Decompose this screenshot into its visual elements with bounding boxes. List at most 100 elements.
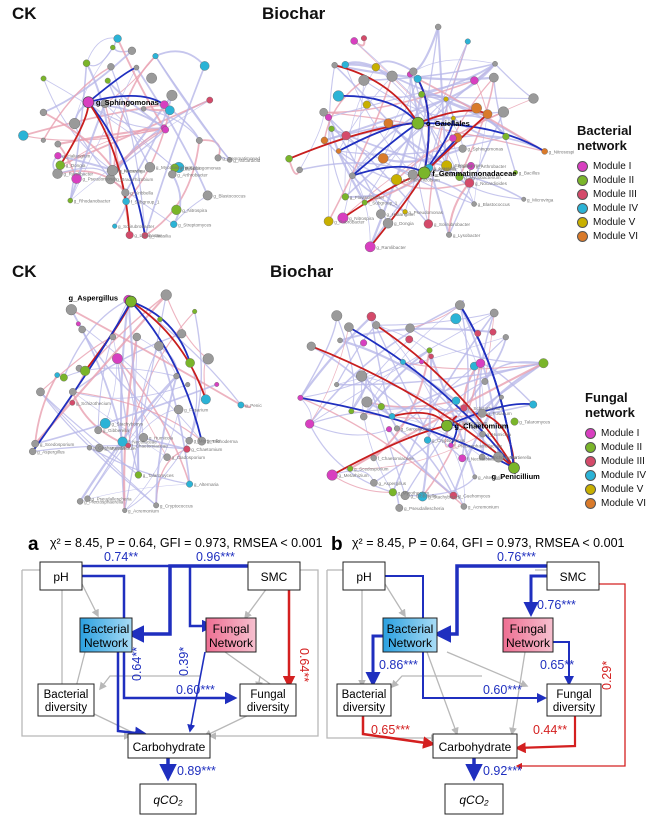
network-node (360, 413, 368, 421)
network-node (364, 241, 376, 253)
network-node (214, 382, 220, 387)
network-edge (309, 407, 483, 425)
node-bacterial-diversity-l1: Bacterial (44, 689, 89, 701)
network-node (371, 63, 380, 72)
network-edge (124, 409, 179, 511)
network-node-label: g_Nocardioides (475, 181, 508, 186)
network-node-label: g_Pseudomonas (82, 177, 117, 182)
network-node (449, 491, 458, 500)
network-node (419, 359, 425, 365)
network-node (154, 341, 164, 351)
node-bacterial-network-l2: Network (388, 636, 433, 650)
coef-a-bactnet-carb: 0.64** (130, 647, 144, 681)
network-edge (104, 336, 117, 424)
coef-a-smc-fungdiv: 0.64** (297, 648, 311, 682)
network-edge (34, 383, 218, 445)
network-node-label: g_Sphingomonas (467, 147, 503, 152)
network-edge (42, 111, 115, 171)
hub-edge (459, 304, 515, 469)
network-node (177, 329, 187, 339)
network-node-label: g_Kribbella (130, 191, 153, 196)
network-edge (427, 380, 486, 441)
node-bacterial-diversity (336, 683, 392, 717)
network-edge (336, 336, 506, 385)
coef-b-smc-fungnet: 0.76*** (537, 598, 576, 612)
network-node (94, 426, 103, 435)
network-node (341, 131, 351, 141)
hub-node (508, 462, 520, 474)
network-node (464, 38, 471, 45)
network-node (455, 172, 464, 181)
hub-edge (417, 122, 546, 153)
module-swatch-icon (577, 216, 588, 228)
network-node (185, 382, 191, 388)
network-node (388, 488, 397, 497)
network-node (417, 491, 428, 502)
module-swatch-icon (585, 469, 596, 481)
network-node (185, 358, 195, 368)
network-edge (309, 423, 390, 436)
network-node-label: g_Rhodanobacter (74, 199, 111, 204)
network-node (133, 64, 140, 71)
network-node-label: g_Sarocladium (401, 426, 432, 431)
network-node-label: g_Acremonium (128, 508, 159, 513)
node-bacterial-diversity-l1: Bacterial (342, 689, 387, 701)
network-node-label: g_Flavisolibacter (350, 195, 385, 200)
network-edge (299, 315, 373, 399)
network-node (400, 359, 406, 365)
network-edge (362, 349, 431, 418)
node-bacterial-diversity (37, 683, 95, 717)
network-edge (80, 483, 190, 502)
network-node (402, 209, 408, 215)
network-nodes: g_Nitrosospirag_Bacillusg_Sphingomonasg_… (285, 23, 574, 253)
network-node (320, 136, 329, 145)
network-node (285, 155, 293, 163)
network-node-label: g_Penicillium (245, 403, 262, 408)
network-node (344, 322, 354, 332)
network-node (69, 388, 77, 396)
network-node (443, 96, 449, 102)
network-node (451, 396, 461, 405)
node-fungal-network-l1: Fungal (510, 622, 547, 636)
network-node-label: g_Cladosporium (172, 455, 206, 460)
node-carbohydrate-label: Carbohydrate (133, 740, 206, 754)
network-node-label: g_Lysobacter (134, 233, 162, 238)
network-edge (402, 361, 544, 370)
network-node-label: g_Fusarium (487, 411, 511, 416)
coef-b-fungdiv-carb: 0.44** (533, 723, 567, 737)
network-edges (32, 294, 251, 511)
network-edge (409, 327, 544, 364)
network-edge (342, 80, 365, 219)
network-edge (116, 38, 167, 131)
network-node (153, 502, 160, 509)
network-node (54, 152, 62, 160)
network-edge (445, 99, 475, 205)
network-node (479, 430, 486, 438)
node-bacterial-network-l2: Network (84, 636, 129, 650)
network-edge (421, 356, 433, 497)
network-node (197, 436, 207, 446)
network-node-label: g_Mortierella (505, 455, 532, 460)
node-qco2-label: qCO₂ (153, 793, 183, 807)
network-nodes: g_Penicilliumg_Fusariumg_Trichodermag_Mo… (29, 289, 262, 513)
network-node (358, 74, 370, 86)
network-node (502, 132, 510, 141)
module-swatch-icon (577, 188, 588, 200)
network-node (393, 425, 400, 432)
network-node (400, 490, 410, 500)
network-node (127, 46, 136, 55)
network-edge (309, 304, 461, 425)
network-node (391, 174, 403, 186)
network-node-label: g_Pseudallescheria (91, 497, 132, 502)
network-edge (493, 77, 517, 173)
network-node (370, 454, 377, 462)
hub-node-label: f_Gemmatimonadaceae (432, 169, 516, 178)
network-node (360, 339, 368, 347)
coef-a-smc-bactnet: 0.96*** (196, 550, 235, 564)
network-node (199, 61, 210, 71)
panel-a-positive-paths (82, 564, 248, 782)
network-node (498, 394, 504, 400)
network-edge (72, 333, 182, 393)
network-edge (363, 79, 454, 119)
